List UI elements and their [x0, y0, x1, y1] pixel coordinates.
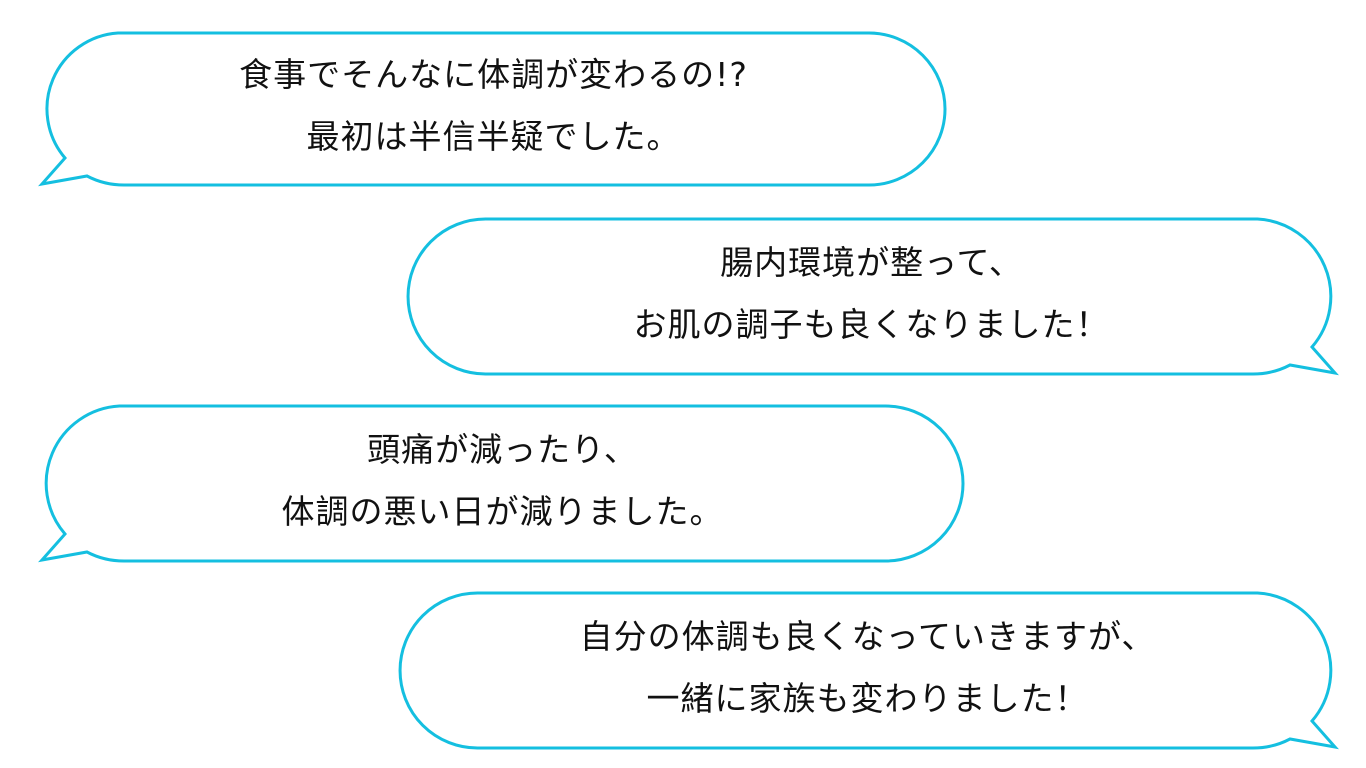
bubble-line: お肌の調子も良くなりました！ [633, 304, 1110, 344]
bubble-line: 体調の悪い日が減りました。 [281, 491, 724, 531]
speech-bubble-1 [38, 31, 947, 187]
speech-bubble-2 [406, 217, 1339, 376]
bubble-line: 頭痛が減ったり、 [367, 429, 638, 469]
speech-bubble-3 [38, 404, 965, 563]
bubble-text-3: 頭痛が減ったり、 体調の悪い日が減りました。 [42, 403, 963, 558]
bubble-text-4: 自分の体調も良くなっていきますが、 一緒に家族も変わりました！ [400, 590, 1335, 745]
bubble-line: 一緒に家族も変わりました！ [646, 678, 1089, 718]
bubble-line: 腸内環境が整って、 [720, 242, 1023, 282]
bubble-line: 最初は半信半疑でした。 [306, 117, 681, 156]
bubble-text-1: 食事でそんなに体調が変わるの!? 最初は半信半疑でした。 [42, 30, 945, 182]
bubble-line: 食事でそんなに体調が変わるの!? [239, 55, 748, 94]
speech-bubble-4 [398, 591, 1339, 750]
bubble-text-2: 腸内環境が整って、 お肌の調子も良くなりました！ [408, 216, 1335, 371]
bubble-line: 自分の体調も良くなっていきますが、 [579, 616, 1156, 656]
